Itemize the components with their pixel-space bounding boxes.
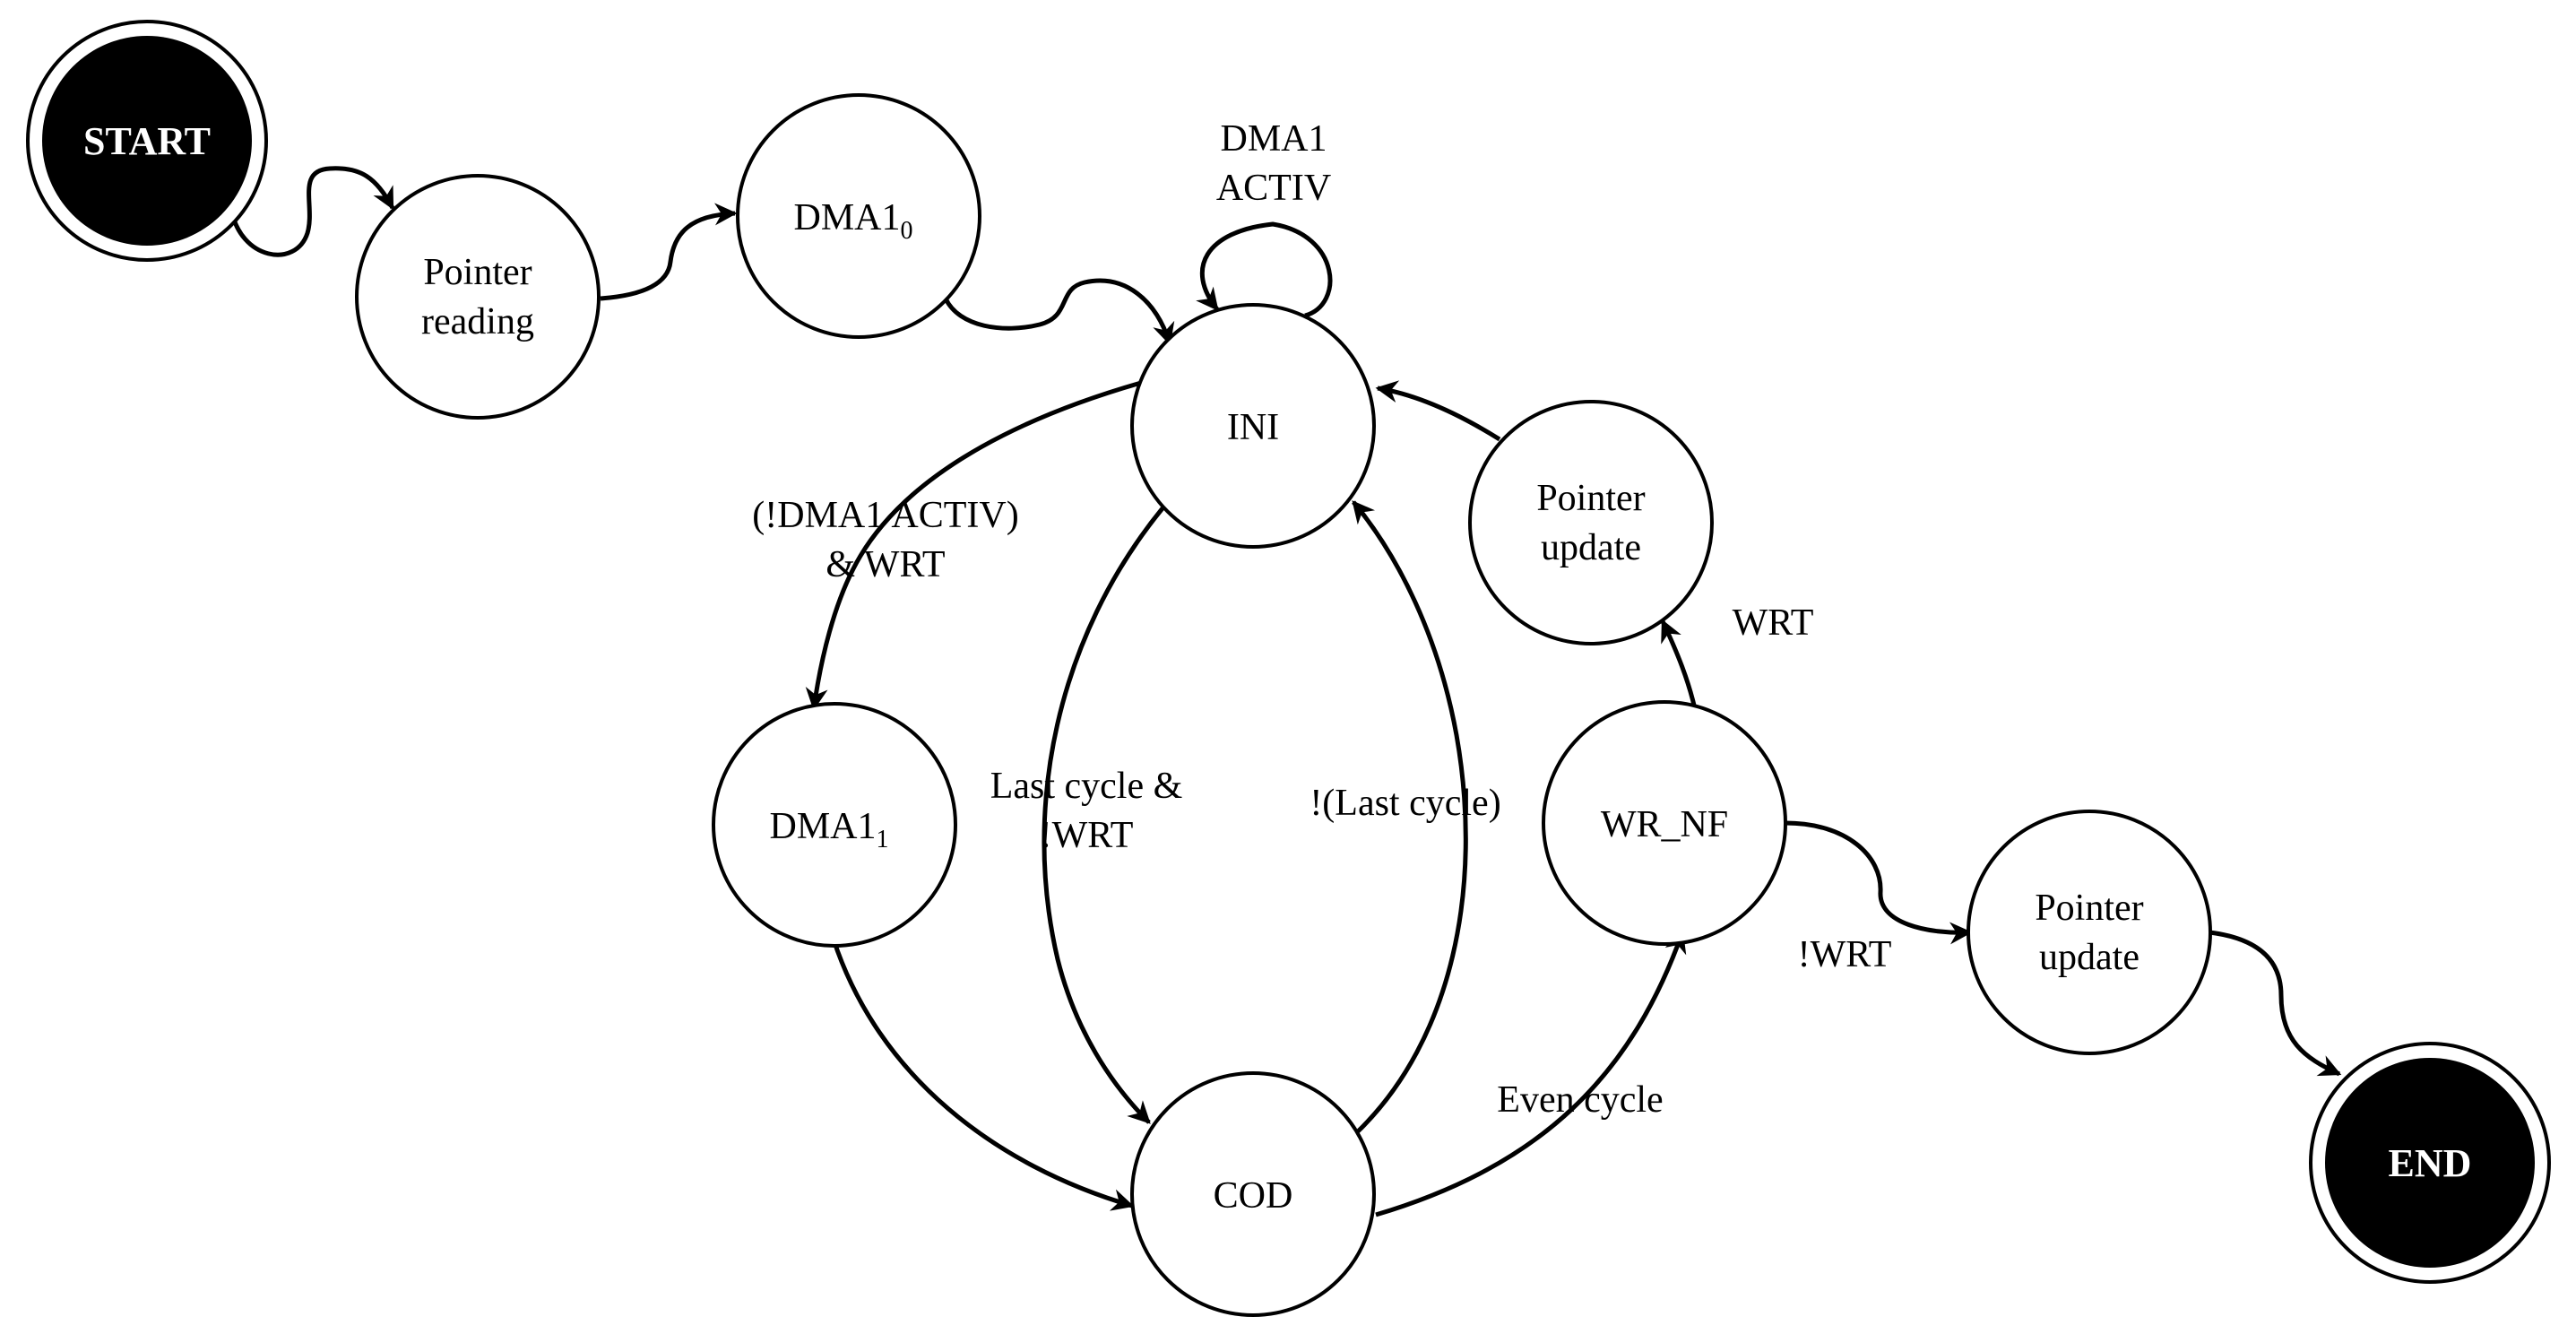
state-cod: COD — [1130, 1071, 1376, 1317]
edge-ini-to-cod — [1042, 507, 1164, 1124]
dma1-1-subscript: 1 — [877, 826, 889, 853]
edge-wr-nf-to-pointer-update-bottom — [1785, 820, 1973, 945]
label-ini-to-dma1-1-line2: & WRT — [826, 544, 945, 585]
state-pointer-update-top: Pointer update — [1468, 400, 1714, 645]
pointer-update-top-circle — [1468, 400, 1714, 645]
end-fill — [2325, 1058, 2535, 1268]
edge-pointer-update-bottom-to-end — [2209, 930, 2342, 1077]
label-wr-nf-to-pointer-update-top: WRT — [1733, 602, 1814, 644]
wr-nf-circle — [1542, 700, 1787, 946]
pointer-update-bottom-circle — [1967, 810, 2212, 1055]
end-label: END — [2389, 1141, 2472, 1185]
state-dma1-1: DMA11 — [712, 702, 957, 948]
edge-start-to-pointer-reading — [229, 166, 395, 257]
edge-pointer-reading-to-dma1-0 — [600, 203, 738, 301]
dma1-0-circle — [736, 93, 981, 339]
edge-cod-to-wr-nf — [1375, 930, 1687, 1217]
dma1-0-label: DMA10 — [793, 197, 912, 245]
transitions — [229, 166, 2342, 1217]
dma1-0-subscript: 0 — [901, 217, 913, 245]
label-cod-to-wr-nf: Even cycle — [1497, 1079, 1663, 1121]
pointer-update-top-line1: Pointer — [1536, 478, 1645, 519]
edge-dma1-0-to-ini — [943, 278, 1175, 346]
state-ini: INI — [1130, 303, 1376, 549]
state-dma1-0: DMA10 — [736, 93, 981, 339]
wr-nf-label: WR_NF — [1601, 804, 1728, 845]
pointer-reading-line2: reading — [421, 301, 534, 342]
label-ini-self-line1: DMA1 — [1220, 118, 1327, 160]
pointer-reading-circle — [355, 174, 601, 420]
state-pointer-update-bottom: Pointer update — [1967, 810, 2212, 1055]
transition-labels: DMA1 ACTIV (!DMA1 ACTIV) & WRT Last cycl… — [752, 118, 1891, 1121]
pointer-update-bottom-line2: update — [2039, 937, 2139, 978]
pointer-update-bottom-line1: Pointer — [2035, 888, 2143, 929]
label-ini-to-cod-line1: Last cycle & — [990, 766, 1183, 807]
cod-label: COD — [1214, 1175, 1293, 1217]
edge-pointer-update-top-to-ini — [1375, 380, 1501, 442]
label-ini-self-line2: ACTIV — [1216, 168, 1331, 209]
label-wr-nf-to-pointer-update-bottom: !WRT — [1798, 934, 1892, 975]
state-start: START — [26, 20, 268, 262]
ini-circle — [1130, 303, 1376, 549]
cod-circle — [1130, 1071, 1376, 1317]
label-ini-to-dma1-1-line1: (!DMA1 ACTIV) — [752, 495, 1018, 536]
start-label: START — [83, 119, 211, 163]
dma1-1-label: DMA11 — [769, 806, 888, 853]
label-ini-to-cod-line2: !WRT — [1040, 815, 1134, 856]
pointer-reading-line1: Pointer — [423, 252, 532, 293]
pointer-update-top-line2: update — [1541, 527, 1641, 568]
dma1-1-circle — [712, 702, 957, 948]
edge-dma1-1-to-cod — [831, 939, 1135, 1211]
state-end: END — [2309, 1042, 2551, 1284]
edge-cod-to-ini — [1352, 500, 1468, 1133]
state-pointer-reading: Pointer reading — [355, 174, 601, 420]
state-wr-nf: WR_NF — [1542, 700, 1787, 946]
edge-ini-to-dma1-1 — [805, 378, 1148, 711]
edge-ini-self-loop — [1196, 221, 1333, 318]
dma1-1-main: DMA1 — [769, 806, 876, 847]
dma1-0-main: DMA1 — [793, 197, 900, 238]
ini-label: INI — [1227, 407, 1279, 448]
label-cod-to-ini: !(Last cycle) — [1310, 783, 1500, 824]
start-fill — [42, 36, 252, 246]
